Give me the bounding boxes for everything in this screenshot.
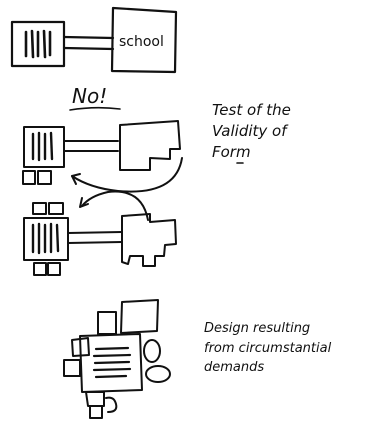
upper-irregular-form: [120, 121, 180, 170]
upper-small-square-2: [38, 171, 51, 184]
top-square-2: [121, 300, 158, 333]
no-label: No!: [72, 84, 107, 108]
left-square-2: [64, 360, 80, 376]
bottom-square-1: [86, 392, 104, 406]
test-label-line-2: Validity of: [212, 122, 289, 140]
lower-small-square-2: [49, 203, 63, 214]
right-oval-1: [144, 340, 160, 362]
school-label: school: [119, 34, 164, 50]
validity-test-sketch: [23, 121, 182, 275]
upper-connector: [64, 141, 118, 151]
lower-small-square-3: [34, 263, 46, 275]
lower-connector: [68, 232, 122, 243]
test-label-line-3: Form: [212, 143, 251, 161]
top-square-1: [98, 312, 116, 334]
connecting-path: [64, 37, 113, 49]
lower-small-square-1: [33, 203, 46, 214]
lower-irregular-form: [122, 214, 176, 266]
design-label-line-2: from circumstantial: [204, 341, 332, 356]
circumstantial-design-sketch: [64, 300, 170, 418]
bottom-curve: [106, 398, 116, 412]
lower-house-stripes: [33, 224, 58, 253]
curved-arrow-upper: [72, 158, 182, 192]
design-label-line-3: demands: [204, 360, 264, 375]
house-stripes: [26, 31, 50, 57]
upper-house-stripes: [33, 133, 52, 160]
right-oval-2: [146, 366, 170, 382]
bottom-square-2: [90, 406, 102, 418]
design-label-line-1: Design resulting: [204, 321, 310, 336]
no-underline: [70, 108, 120, 110]
lower-small-square-4: [48, 263, 60, 275]
house-school-sketch: school: [12, 8, 176, 72]
main-block-lines: [94, 348, 130, 377]
test-label-line-1: Test of the: [212, 101, 291, 119]
upper-small-square-1: [23, 171, 35, 184]
